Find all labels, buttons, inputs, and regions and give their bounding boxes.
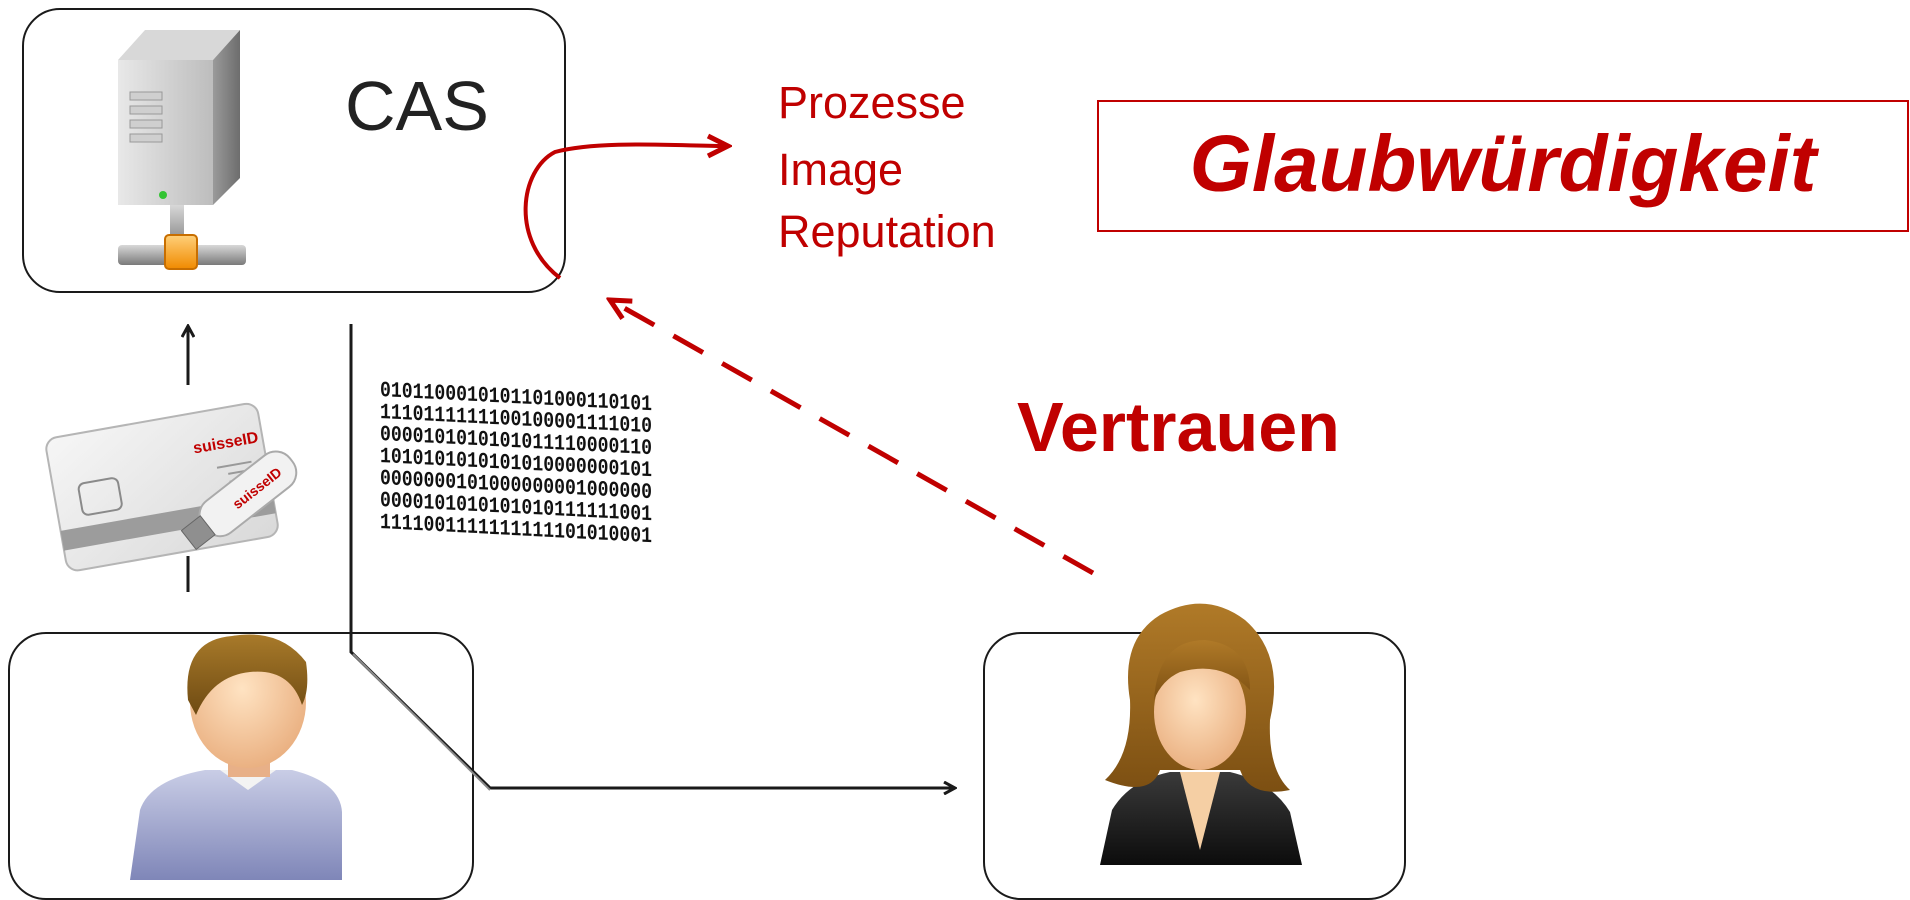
trust-label: Vertrauen bbox=[1017, 388, 1340, 466]
server-label: CAS bbox=[345, 67, 489, 145]
server-box bbox=[22, 8, 566, 293]
credibility-box bbox=[1097, 100, 1909, 232]
outcome-item-image: Image bbox=[778, 144, 904, 195]
outcome-item-reputation: Reputation bbox=[778, 206, 996, 257]
credibility-label: Glaubwürdigkeit bbox=[1189, 119, 1817, 208]
outcome-arrow bbox=[523, 145, 728, 280]
outcome-item-processes: Prozesse bbox=[778, 77, 966, 128]
trust-arrow bbox=[610, 300, 1095, 576]
data-flow-shadow bbox=[352, 653, 491, 791]
